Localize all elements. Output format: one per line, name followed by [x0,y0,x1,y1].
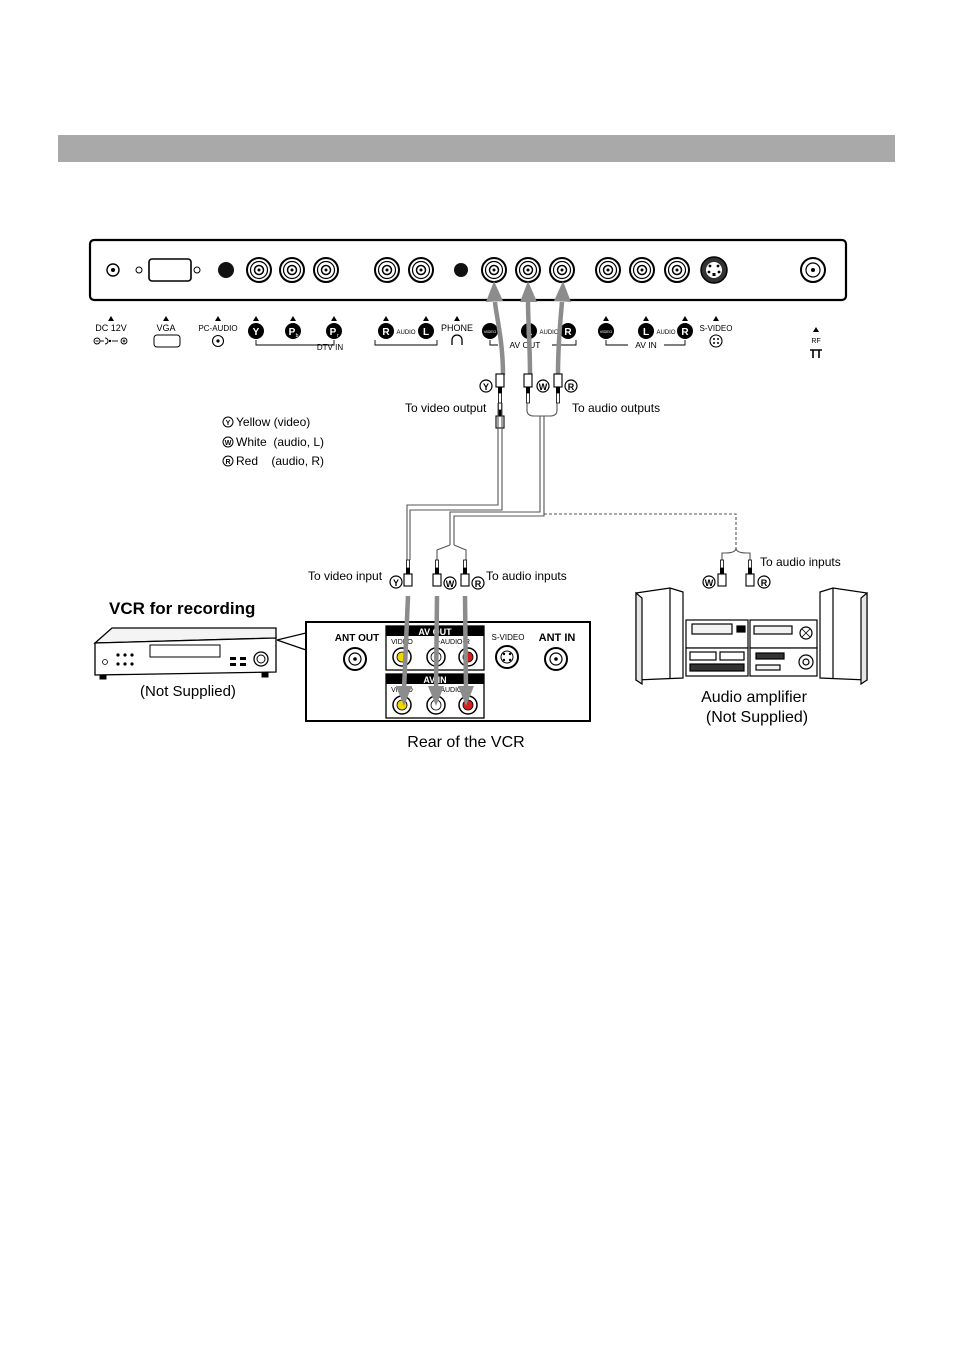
header-bar [58,135,895,162]
vcr-mark-y: Y [393,578,399,588]
amp-mark-r: R [761,578,768,588]
vcr-mark-w: W [446,579,455,589]
top-plugs [495,373,563,404]
s-video-jack [700,256,728,284]
vcr-ant-out-label: ANT OUT [335,633,379,644]
av-out-arrowheads [486,281,571,302]
top-plug-marks: Y W R [479,379,578,393]
dc-polarity-icon [93,337,128,345]
callout-lines [276,632,307,651]
label-av-in-l: L [643,327,649,338]
label-pb-sub: b [296,333,299,339]
tv-back-panel [88,238,848,302]
headphone-icon [451,334,463,345]
dc-jack [106,263,120,277]
plug-top-yellow [495,401,505,429]
vcr-ant-in-jack [544,647,568,671]
dtv-pb-jack [279,257,305,283]
av-out-arrows [492,301,565,376]
vcr-rear-caption: Rear of the VCR [407,734,524,751]
av-in-video-jack [595,257,621,283]
vcr-rear-panel: ANT OUT AV OUT VIDEO L-AUDIO-R S-VIDEO A… [305,621,591,722]
vcr-plug-marks: Y W R W R [389,575,771,590]
vcr-title: VCR for recording [109,599,255,618]
label-pr-sub: r [337,333,339,339]
label-pb: P [289,327,296,338]
vga-icon [153,334,181,348]
vcr-s-video-jack [495,645,519,669]
vga-port [135,258,201,282]
label-pr: P [330,327,337,338]
label-av-out-audio: AUDIO [539,330,558,336]
pc-audio-icon [211,334,225,348]
vcr-s-video-label: S-VIDEO [492,633,525,642]
label-audio: AUDIO [396,330,415,336]
dtv-audio-r-jack [374,257,400,283]
dtv-y-jack [246,257,272,283]
vcr-mark-r: R [475,579,482,589]
s-video-icon [709,334,723,348]
vcr-not-supplied: (Not Supplied) [140,683,236,700]
vcr-illustration [93,627,277,680]
legend: Y Yellow (video) W White (audio, L) R Re… [222,415,324,468]
amplifier-illustration [635,587,868,686]
top-mark-w: W [539,382,548,392]
vcr-av-out-video: VIDEO [391,639,413,646]
vcr-ant-out-jack [343,647,367,671]
vcr-av-out-audio: L-AUDIO-R [434,639,470,646]
label-dc-12v: DC 12V [95,323,127,333]
dtv-pr-jack [313,257,339,283]
label-vga: VGA [156,323,175,333]
legend-mark-w: W [225,440,232,447]
label-dtv-in: DTV IN [317,343,343,352]
amp-caption-line1: Audio amplifier [701,689,808,706]
vcr-av-in-audio: L-AUDIO-R [434,687,470,694]
av-in-r-jack [664,257,690,283]
amp-caption-line2: (Not Supplied) [706,709,808,726]
av-in-l-jack [629,257,655,283]
label-l: L [423,327,429,338]
label-phone: PHONE [441,323,473,333]
vcr-ant-in-label: ANT IN [539,632,576,644]
to-audio-inputs-vcr-label: To audio inputs [486,569,567,583]
av-in-arrows [401,595,469,691]
phone-jack [454,263,468,277]
legend-red: Red (audio, R) [236,454,324,468]
dtv-audio-l-jack [408,257,434,283]
top-mark-y: Y [483,382,489,392]
label-av-in-video: VIDEO [600,329,612,334]
top-mark-r: R [568,382,575,392]
to-audio-outputs-label: To audio outputs [572,401,660,415]
antenna-icon [810,349,822,358]
label-av-out: AV OUT [509,340,540,350]
av-in-arrowheads [396,686,474,706]
amp-mark-w: W [705,578,714,588]
to-video-input-label: To video input [308,569,383,583]
cables [406,403,751,560]
label-rf: RF [811,338,820,345]
av-out-l-jack [515,257,541,283]
label-av-out-video: VIDEO [484,329,496,334]
legend-mark-r: R [225,459,230,466]
av-out-video-jack [481,257,507,283]
label-r: R [382,327,390,338]
label-av-in-r: R [681,327,689,338]
panel-labels: DC 12V VGA PC-AUDIO Y P b P r [93,316,822,358]
label-av-out-r: R [564,327,572,338]
to-video-output-label: To video output [405,401,487,415]
to-audio-inputs-amp-label: To audio inputs [760,555,841,569]
label-pc-audio: PC-AUDIO [198,324,237,333]
legend-yellow: Yellow (video) [236,415,310,429]
label-av-in: AV IN [635,340,657,350]
pc-audio-jack [218,262,234,278]
label-s-video: S-VIDEO [700,324,733,333]
av-out-r-jack [549,257,575,283]
legend-white: White (audio, L) [236,435,324,449]
label-y: Y [253,327,260,338]
label-av-in-audio: AUDIO [656,330,675,336]
legend-mark-y: Y [226,420,231,427]
rf-jack [800,257,826,283]
